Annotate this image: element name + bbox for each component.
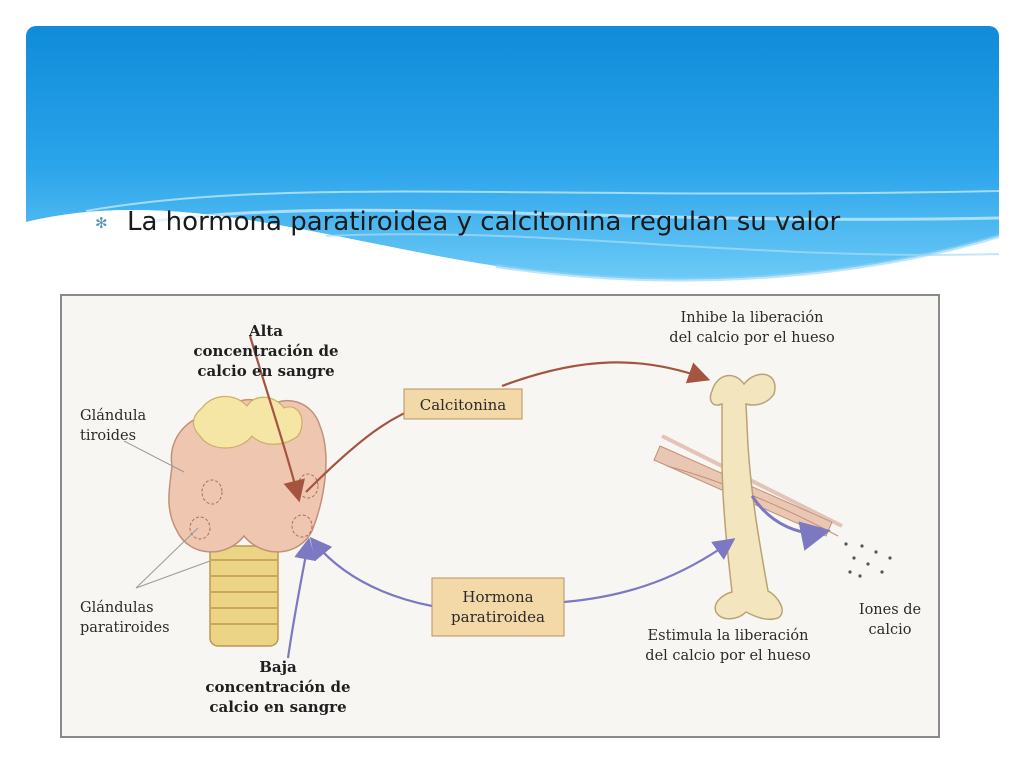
trachea-illustration: [209, 545, 279, 647]
high-calcium-arrow: [248, 335, 305, 503]
parathyroid-label-line1: Glándulas: [80, 600, 154, 616]
high-calcium-line2: concentración de: [193, 342, 338, 360]
thyroid-gland-illustration: [168, 395, 327, 553]
pth-arrow-right: [563, 538, 736, 604]
slide-header-band: [26, 26, 999, 284]
ions-label-line2: calcio: [869, 622, 912, 638]
calcitonin-box: [403, 388, 523, 420]
high-calcium-line1: Alta: [248, 322, 283, 340]
stimulate-label-line1: Estimula la liberación: [648, 628, 809, 644]
low-calcium-line2: concentración de: [205, 678, 350, 696]
inhibit-label-line2: del calcio por el hueso: [669, 330, 834, 346]
calcium-ions-dots: [844, 542, 892, 578]
inhibit-label-line1: Inhibe la liberación: [681, 310, 824, 326]
low-calcium-line1: Baja: [259, 658, 297, 676]
bone-illustration: [653, 373, 843, 621]
bullet-text: La hormona paratiroidea y calcitonina re…: [127, 207, 841, 237]
calcium-regulation-diagram: Calcitonina Hormona paratiroidea Alta co…: [60, 294, 940, 738]
parathyroid-label-line2: paratiroides: [80, 620, 170, 636]
thyroid-label-line1: Glándula: [80, 408, 146, 424]
high-calcium-line3: calcio en sangre: [197, 362, 334, 380]
stimulate-label-line2: del calcio por el hueso: [645, 648, 810, 664]
bullet-point: ✻ La hormona paratiroidea y calcitonina …: [95, 203, 855, 241]
ions-label-line1: Iones de: [859, 602, 921, 618]
pth-arrow-left: [309, 536, 433, 608]
calcitonin-arrow-right: [501, 361, 711, 388]
pth-box: [431, 577, 565, 637]
pth-label-line2: paratiroidea: [451, 608, 545, 626]
low-calcium-arrow: [286, 537, 316, 659]
thyroid-label-line2: tiroides: [80, 428, 136, 444]
low-calcium-line3: calcio en sangre: [209, 698, 346, 716]
calcitonin-label: Calcitonina: [420, 396, 507, 414]
asterisk-bullet-icon: ✻: [95, 214, 108, 232]
pth-label-line1: Hormona: [462, 588, 533, 606]
